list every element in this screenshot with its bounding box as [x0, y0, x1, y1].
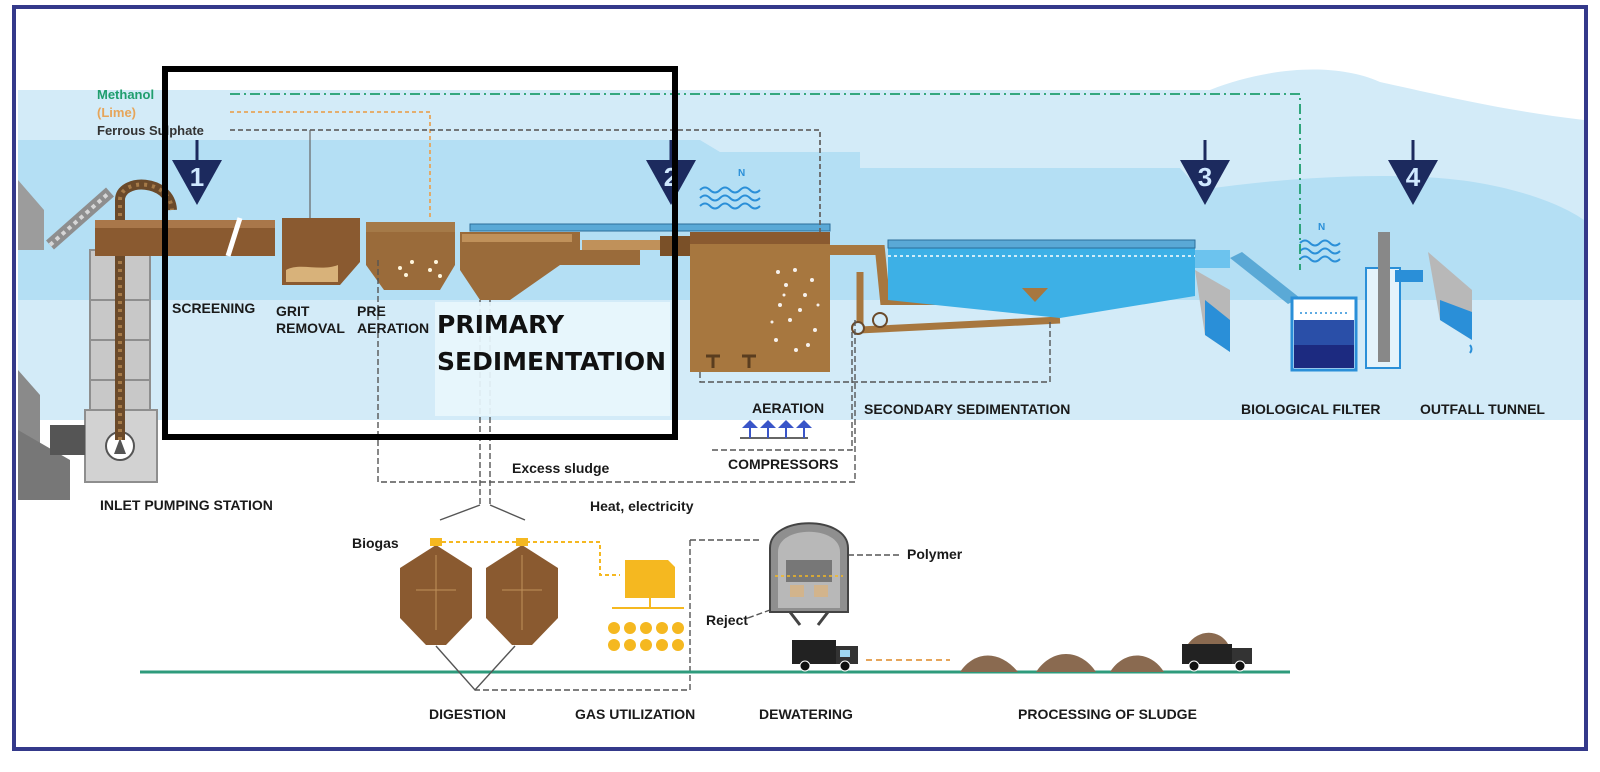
marker-4: 4 [1405, 162, 1421, 192]
inlet-buildings [18, 179, 177, 500]
callout-line-1: PRIMARY [437, 310, 565, 339]
dewatering-unit [769, 522, 849, 626]
primary-sedimentation-callout-bg [435, 302, 670, 416]
screening-label: SCREENING [172, 300, 256, 316]
polymer-label: Polymer [907, 546, 963, 562]
aeration-bubbles [770, 268, 820, 352]
methanol-label: Methanol [97, 87, 155, 102]
ferrous-sulphate-label: Ferrous Sulphate [97, 123, 204, 138]
primary-sedimentation-tank [460, 232, 640, 300]
reject-label: Reject [706, 612, 749, 628]
pre-aeration-tank [366, 222, 455, 290]
secondary-sedimentation-label: SECONDARY SEDIMENTATION [864, 401, 1071, 417]
n2-label-aeration: N [738, 168, 746, 179]
n2-waves-aeration [699, 186, 761, 210]
sludge-trucks [792, 632, 1252, 672]
aeration-tank [690, 232, 830, 372]
n2-label-filter: N [1318, 222, 1326, 233]
pre-aeration-label-2: AERATION [357, 320, 430, 336]
dewatering-label: DEWATERING [759, 706, 853, 722]
aeration-label: AERATION [752, 400, 825, 416]
pre-aeration-label-1: PRE [357, 303, 386, 319]
lime-label: (Lime) [97, 105, 136, 120]
sampling-markers [172, 140, 1438, 205]
biogas-label: Biogas [352, 535, 399, 551]
n2-waves-filter [1299, 239, 1341, 263]
compressors-graphic [740, 420, 812, 439]
grit-removal-label-2: REMOVAL [276, 320, 345, 336]
compressors-label: COMPRESSORS [728, 456, 839, 472]
marker-1: 1 [189, 162, 205, 192]
excess-sludge-label: Excess sludge [512, 460, 610, 476]
digesters [400, 538, 620, 692]
highlight-box [162, 66, 678, 440]
gas-utilization-graphic [608, 560, 684, 651]
callout-line-2: SEDIMENTATION [437, 347, 667, 376]
processing-of-sludge-label: PROCESSING OF SLUDGE [1018, 706, 1197, 722]
digestion-label: DIGESTION [429, 706, 507, 722]
marker-3: 3 [1197, 162, 1213, 192]
heat-electricity-label: Heat, electricity [590, 498, 694, 514]
inlet-pumping-station-label: INLET PUMPING STATION [100, 497, 273, 513]
biological-filter-label: BIOLOGICAL FILTER [1241, 401, 1381, 417]
gas-utilization-label: GAS UTILIZATION [575, 706, 696, 722]
secondary-sedimentation-tank [888, 248, 1195, 318]
primary-sedimentation-callout: PRIMARY SEDIMENTATION [437, 306, 666, 380]
top-walkway [469, 223, 831, 232]
outfall-tunnel-label: OUTFALL TUNNEL [1420, 401, 1545, 417]
grit-removal-label-1: GRIT [276, 303, 310, 319]
